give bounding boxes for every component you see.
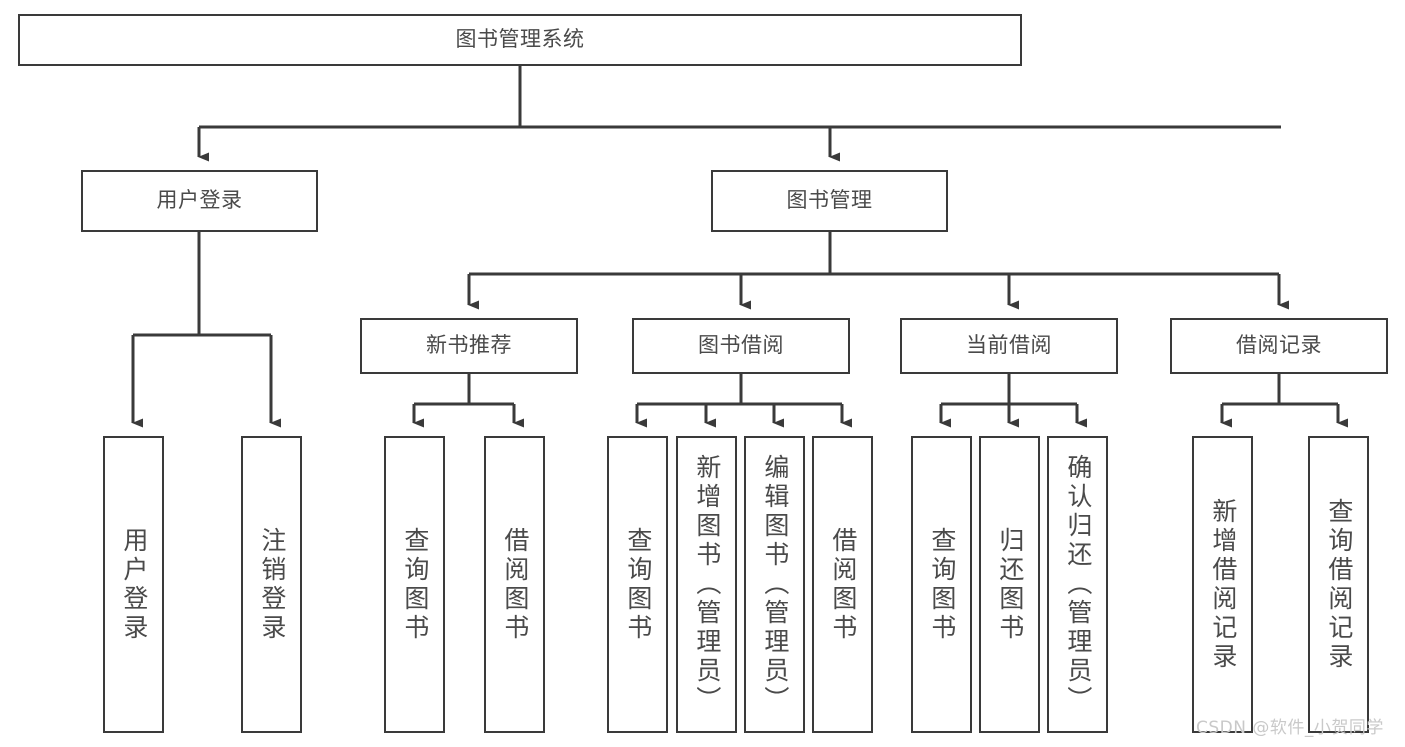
node-label: 注销登录 — [257, 526, 287, 643]
node-label: 查询图书 — [400, 526, 430, 643]
node-label: 借阅图书 — [500, 526, 530, 643]
node-new-book-recommendation[interactable]: 新书推荐 — [360, 318, 578, 374]
node-label: 图书管理 — [786, 188, 873, 213]
leaf-book-borrowing-2[interactable]: 编辑图书（管理员） — [744, 436, 805, 733]
node-label: 查询图书 — [927, 526, 957, 643]
node-label: 编辑图书（管理员） — [760, 454, 790, 715]
node-label: 用户登录 — [119, 526, 149, 643]
leaf-current-borrowing-1[interactable]: 归还图书 — [979, 436, 1040, 733]
node-user-login[interactable]: 用户登录 — [81, 170, 318, 232]
node-label: 图书借阅 — [698, 333, 784, 358]
node-label: 查询借阅记录 — [1324, 497, 1354, 672]
node-label: 借阅记录 — [1236, 333, 1322, 358]
leaf-current-borrowing-2[interactable]: 确认归还（管理员） — [1047, 436, 1108, 733]
node-label: 当前借阅 — [966, 333, 1052, 358]
node-current-borrowing[interactable]: 当前借阅 — [900, 318, 1118, 374]
node-label: 确认归还（管理员） — [1063, 454, 1093, 715]
leaf-current-borrowing-0[interactable]: 查询图书 — [911, 436, 972, 733]
node-label: 新增图书（管理员） — [692, 454, 722, 715]
node-borrowing-records[interactable]: 借阅记录 — [1170, 318, 1388, 374]
leaf-borrowing-records-0[interactable]: 新增借阅记录 — [1192, 436, 1253, 733]
csdn-watermark: CSDN @软件_小贺同学 — [1196, 718, 1384, 738]
node-label: 图书管理系统 — [455, 27, 585, 52]
leaf-book-borrowing-0[interactable]: 查询图书 — [607, 436, 668, 733]
node-root-book-management-system[interactable]: 图书管理系统 — [18, 14, 1022, 66]
leaf-book-borrowing-3[interactable]: 借阅图书 — [812, 436, 873, 733]
node-book-borrowing[interactable]: 图书借阅 — [632, 318, 850, 374]
leaf-new-book-recommendation-0[interactable]: 查询图书 — [384, 436, 445, 733]
node-label: 查询图书 — [623, 526, 653, 643]
leaf-user-login-0[interactable]: 用户登录 — [103, 436, 164, 733]
node-label: 用户登录 — [156, 188, 243, 213]
node-label: 新书推荐 — [426, 333, 512, 358]
leaf-new-book-recommendation-1[interactable]: 借阅图书 — [484, 436, 545, 733]
leaf-borrowing-records-1[interactable]: 查询借阅记录 — [1308, 436, 1369, 733]
leaf-book-borrowing-1[interactable]: 新增图书（管理员） — [676, 436, 737, 733]
node-label: 借阅图书 — [828, 526, 858, 643]
node-label: 新增借阅记录 — [1208, 497, 1238, 672]
node-label: 归还图书 — [995, 526, 1025, 643]
leaf-user-login-1[interactable]: 注销登录 — [241, 436, 302, 733]
node-book-management[interactable]: 图书管理 — [711, 170, 948, 232]
